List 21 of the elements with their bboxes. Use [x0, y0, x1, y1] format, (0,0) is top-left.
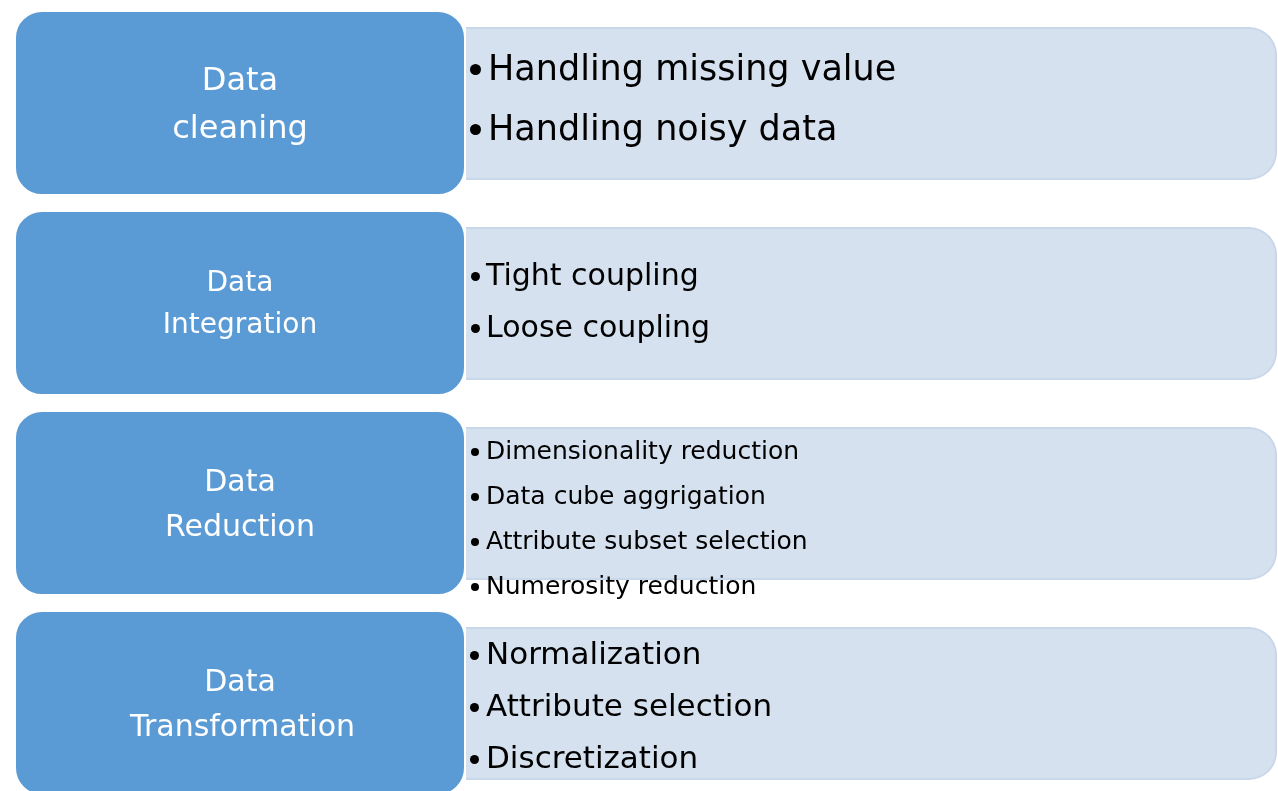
list-item: Data cube aggrigation	[486, 481, 766, 511]
list-item: Normalization	[486, 635, 702, 673]
detail-panel	[466, 627, 1277, 780]
list-item: Discretization	[486, 739, 699, 777]
list-item: Handling missing value	[488, 47, 897, 89]
list-item: Numerosity reduction	[486, 571, 757, 601]
category-box	[14, 10, 466, 196]
category-box	[14, 210, 466, 396]
category-title: Data Reduction	[164, 462, 316, 545]
category-box	[14, 410, 466, 596]
detail-panel	[466, 227, 1277, 380]
list-item: Attribute subset selection	[486, 526, 808, 556]
category-title: Data Integration	[161, 264, 319, 342]
list-item: Loose coupling	[486, 309, 711, 345]
list-item: Attribute selection	[486, 687, 773, 725]
category-box	[14, 610, 466, 791]
list-item: Dimensionality reduction	[486, 436, 800, 466]
detail-panel	[466, 27, 1277, 180]
list-item: Handling noisy data	[488, 107, 838, 149]
category-title: Data cleaning	[171, 59, 309, 148]
list-item: Tight coupling	[486, 257, 699, 293]
